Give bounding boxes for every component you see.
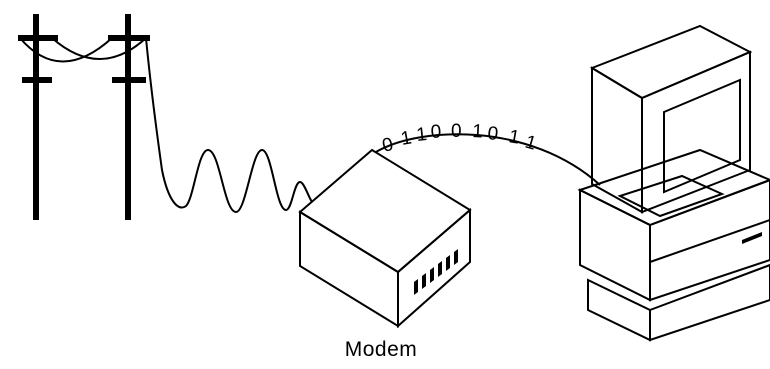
bit-7: 1 <box>507 126 521 149</box>
bit-6: 0 <box>486 123 499 145</box>
bit-4: 0 <box>451 121 462 142</box>
computer-icon <box>577 24 770 342</box>
utility-pole-icon <box>18 14 150 220</box>
modem-icon <box>298 148 472 329</box>
bit-1: 1 <box>399 127 413 150</box>
analog-signal-wave <box>145 37 313 214</box>
digital-cable <box>375 133 601 186</box>
binary-bits: 0 1 1 0 0 1 0 1 1 <box>380 121 538 157</box>
bit-3: 0 <box>430 121 442 143</box>
modem-label: Modem <box>344 338 418 361</box>
modem-lights <box>414 249 458 295</box>
bit-5: 1 <box>472 121 484 143</box>
bit-8: 1 <box>523 132 539 155</box>
bit-0: 0 <box>380 134 395 157</box>
bit-2: 1 <box>415 124 428 146</box>
